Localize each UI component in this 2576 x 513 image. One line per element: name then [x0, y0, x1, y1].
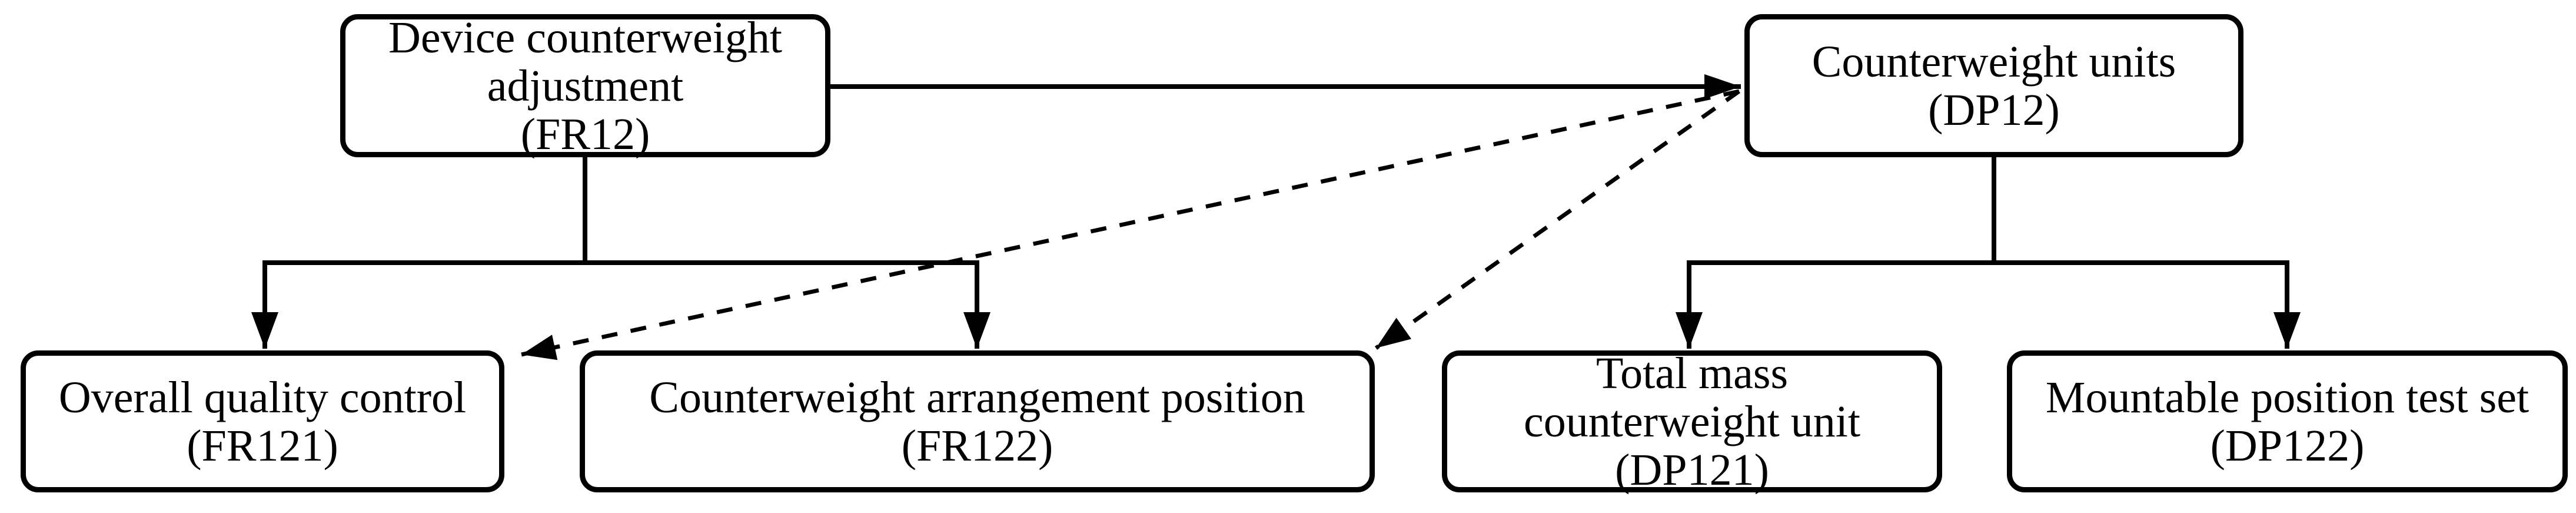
node-fr12-label: Device counterweight adjustment (FR12) [388, 12, 782, 159]
node-fr121-label: Overall quality control (FR121) [58, 372, 467, 471]
node-dp122: Mountable position test set (DP122) [2007, 350, 2568, 492]
node-dp121: Total mass counterweight unit (DP121) [1442, 348, 1942, 495]
node-fr12: Device counterweight adjustment (FR12) [340, 12, 830, 159]
node-dp121-label: Total mass counterweight unit (DP121) [1524, 348, 1860, 495]
node-fr122-label: Counterweight arrangement position (FR12… [649, 372, 1305, 471]
edge-dp12-to-fr121-dashed [521, 89, 1740, 360]
node-dp12: Counterweight units (DP12) [1744, 14, 2243, 157]
node-dp122-label: Mountable position test set (DP122) [2045, 372, 2530, 471]
node-dp12-label: Counterweight units (DP12) [1811, 37, 2176, 135]
edge-dp12-to-fr122-dashed [1374, 90, 1741, 350]
node-fr121: Overall quality control (FR121) [21, 350, 504, 492]
node-fr122: Counterweight arrangement position (FR12… [580, 350, 1375, 492]
